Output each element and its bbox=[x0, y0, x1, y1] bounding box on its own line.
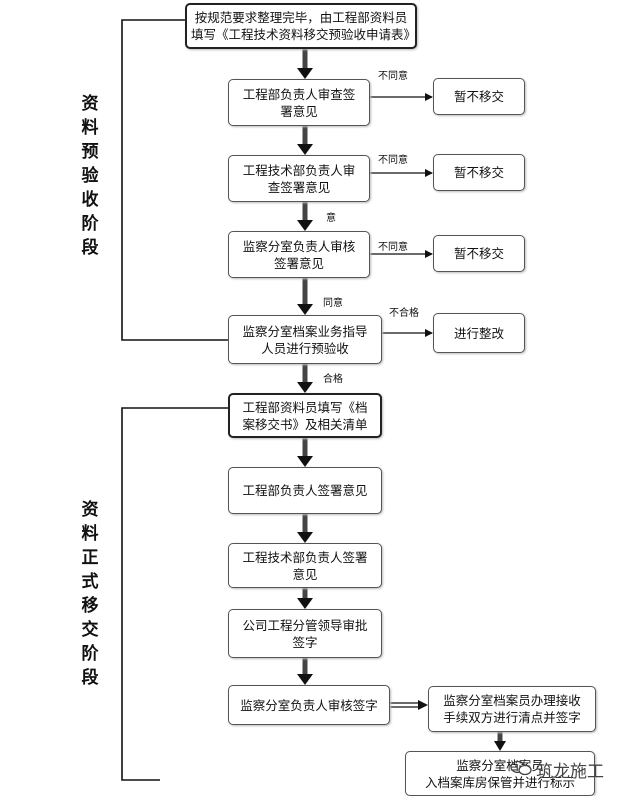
label-pass: 合格 bbox=[323, 374, 343, 385]
node-s2: 工程技术部负责人审查签署意见 bbox=[228, 155, 370, 202]
node-text-line: 工程技术部负责人审 bbox=[242, 162, 356, 178]
node-f5: 监察分室负责人审核签字 bbox=[228, 685, 390, 725]
node-text-line: 签署意见 bbox=[273, 255, 324, 271]
label-disagree-3: 不同意 bbox=[378, 242, 408, 253]
wechat-icon bbox=[510, 760, 532, 776]
node-start: 按规范要求整理完毕，由工程部资料员填写《工程技术资料移交预验收申请表》 bbox=[185, 3, 417, 49]
node-text-line: 按规范要求整理完毕，由工程部资料员 bbox=[194, 10, 408, 25]
node-text: 监察分室负责人审核签署意见 bbox=[243, 238, 356, 272]
node-f1: 工程部资料员填写《档案移交书》及相关清单 bbox=[228, 393, 382, 438]
node-text-line: 查签署意见 bbox=[267, 179, 331, 195]
node-text-line: 人员进行预验收 bbox=[261, 340, 349, 356]
node-r1: 暂不移交 bbox=[433, 78, 525, 115]
node-text: 监察分室负责人审核签字 bbox=[240, 697, 378, 714]
node-f7: 监察分室档案员入档案库房保管并进行标示 bbox=[405, 751, 595, 796]
label-disagree-2: 不同意 bbox=[378, 155, 408, 166]
node-text: 工程部资料员填写《档案移交书》及相关清单 bbox=[242, 399, 367, 433]
node-text: 按规范要求整理完毕，由工程部资料员填写《工程技术资料移交预验收申请表》 bbox=[191, 9, 417, 43]
node-text-line: 工程部负责人签署意见 bbox=[242, 483, 368, 498]
node-text: 暂不移交 bbox=[454, 164, 504, 181]
node-text-line: 暂不移交 bbox=[453, 246, 504, 261]
node-text: 监察分室档案员办理接收手续双方进行清点并签字 bbox=[443, 692, 581, 726]
node-text-line: 意见 bbox=[292, 566, 318, 582]
node-text-line: 工程部资料员填写《档 bbox=[242, 399, 368, 415]
node-text: 工程部负责人审查签署意见 bbox=[243, 86, 356, 120]
node-text-line: 监察分室档案员办理接收 bbox=[443, 693, 581, 708]
stage-label-formal: 资料正式移交阶段 bbox=[81, 500, 99, 688]
node-f2: 工程部负责人签署意见 bbox=[228, 467, 382, 514]
node-text: 工程技术部负责人签署意见 bbox=[242, 549, 367, 583]
node-text-line: 暂不移交 bbox=[453, 165, 504, 180]
node-text-line: 案移交书》及相关清单 bbox=[242, 416, 368, 432]
node-text: 监察分室档案业务指导人员进行预验收 bbox=[242, 323, 367, 357]
node-text-line: 入档案库房保管并进行标示 bbox=[424, 774, 575, 790]
node-f4: 公司工程分管领导审批签字 bbox=[228, 609, 382, 658]
node-text: 工程部负责人签署意见 bbox=[242, 482, 367, 499]
node-text-line: 监察分室负责人审核签字 bbox=[240, 697, 378, 713]
node-text-line: 监察分室负责人审核 bbox=[242, 238, 356, 254]
node-r2: 暂不移交 bbox=[433, 154, 525, 191]
bracket-formal bbox=[121, 407, 229, 781]
node-r4: 进行整改 bbox=[433, 313, 525, 353]
node-text: 暂不移交 bbox=[454, 88, 504, 105]
node-text: 暂不移交 bbox=[454, 245, 504, 262]
node-text-line: 监察分室档案业务指导 bbox=[242, 323, 368, 339]
node-text: 公司工程分管领导审批签字 bbox=[242, 617, 367, 651]
node-text-line: 署意见 bbox=[280, 103, 318, 119]
node-text: 工程技术部负责人审查签署意见 bbox=[243, 162, 356, 196]
label-fail: 不合格 bbox=[389, 308, 419, 319]
node-f3: 工程技术部负责人签署意见 bbox=[228, 543, 382, 588]
label-agree-3: 同意 bbox=[323, 298, 343, 309]
node-text-line: 手续双方进行清点并签字 bbox=[443, 710, 581, 725]
node-text-line: 进行整改 bbox=[453, 325, 504, 341]
node-r3: 暂不移交 bbox=[433, 235, 525, 272]
node-text-line: 填写《工程技术资料移交预验收申请表》 bbox=[191, 27, 417, 42]
node-text-line: 公司工程分管领导审批 bbox=[242, 617, 368, 633]
watermark-text: 筑龙施工 bbox=[536, 762, 604, 782]
node-s4: 监察分室档案业务指导人员进行预验收 bbox=[228, 315, 382, 364]
stage-label-pre: 资料预验收阶段 bbox=[81, 94, 99, 258]
node-s1: 工程部负责人审查签署意见 bbox=[228, 79, 370, 126]
node-f6: 监察分室档案员办理接收手续双方进行清点并签字 bbox=[428, 686, 596, 732]
label-agree-2: 意 bbox=[326, 213, 336, 224]
node-text: 进行整改 bbox=[454, 325, 504, 342]
bracket-pre bbox=[121, 19, 229, 341]
label-disagree-1: 不同意 bbox=[378, 71, 408, 82]
node-text-line: 暂不移交 bbox=[453, 89, 504, 104]
node-text-line: 工程部负责人审查签 bbox=[242, 86, 356, 102]
node-text-line: 工程技术部负责人签署 bbox=[242, 549, 368, 565]
node-s3: 监察分室负责人审核签署意见 bbox=[228, 231, 370, 278]
node-text-line: 签字 bbox=[292, 634, 318, 650]
